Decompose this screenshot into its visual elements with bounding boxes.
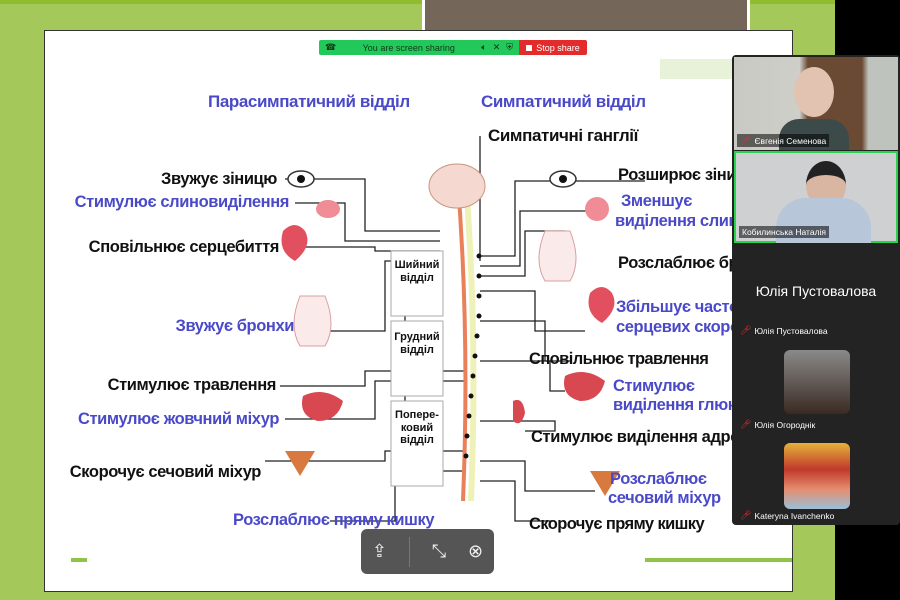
left-label: Скорочує сечовий міхур (69, 463, 262, 481)
right-label: Розслаблює бр (618, 254, 739, 272)
participants-panel: 🎤︎Євгенія Семенова Кобилинська Наталія Ю… (732, 55, 900, 525)
parasympathetic-title: Парасимпатичний відділ (208, 92, 410, 111)
left-label: Стимулює жовчний міхур (77, 410, 279, 428)
left-label: Стимулює травлення (107, 376, 277, 394)
video-tile-active-speaker[interactable]: Кобилинська Наталія (734, 151, 898, 243)
right-label: виділення слин (615, 212, 739, 230)
right-label: Розслаблює (610, 470, 707, 488)
participant-name: 🎤︎Kateryna Ivanchenko (740, 510, 835, 521)
right-label: Збільшує часто (616, 298, 739, 316)
screen-sharing-bar: ☎ You are screen sharing 🔈︎ ✕ ⛨ Stop sha… (319, 40, 587, 55)
left-label: Сповільнює серцебиття (88, 238, 280, 256)
right-label: сечовий міхур (608, 489, 721, 507)
left-label: Розслаблює пряму кишку (233, 511, 435, 529)
close-circle-icon[interactable]: ⊗ (467, 541, 484, 561)
nervous-system-diagram (265, 136, 645, 522)
right-label: Зменшує (621, 192, 692, 210)
stop-share-button[interactable]: Stop share (519, 40, 587, 55)
participant-big-name: Юлія Пустовалова (755, 283, 877, 299)
sharing-status: You are screen sharing (362, 42, 455, 53)
right-label: виділення глюк (613, 396, 736, 414)
divider (408, 536, 410, 567)
right-label: Сповільнює травлення (529, 350, 709, 368)
mic-muted-icon: 🎤︎ (740, 135, 752, 145)
shared-slide: Парасимпатичний відділ Симпатичний відді… (44, 30, 793, 592)
video-tile[interactable]: 🎤︎Юлія Огороднік (734, 342, 898, 434)
sympathetic-title: Симпатичний відділ (481, 92, 646, 111)
left-label: Звужує бронхи (175, 317, 295, 335)
left-label: Звужує зіницю (161, 170, 277, 188)
participant-name: 🎤︎Юлія Огороднік (740, 419, 816, 430)
left-label: Стимулює слиновиділення (74, 193, 290, 211)
video-tile[interactable]: 🎤︎Kateryna Ivanchenko (734, 435, 898, 525)
mic-muted-icon[interactable]: ✕ (492, 42, 501, 52)
share-controls-toolbar: ⇪ ⤡ ⊗ (361, 529, 494, 574)
participant-name: 🎤︎Євгенія Семенова (737, 134, 830, 147)
stop-icon (526, 44, 533, 51)
mic-muted-icon: 🎤︎ (740, 325, 752, 335)
video-tile[interactable]: Юлія Пустовалова 🎤︎Юлія Пустовалова (734, 245, 898, 340)
right-label: Розширює зіни (618, 166, 737, 184)
shield-icon[interactable]: ⛨ (506, 42, 513, 52)
ganglia-label: Симпатичні ганглії (488, 126, 638, 145)
participant-name: 🎤︎Юлія Пустовалова (740, 325, 828, 336)
phone-icon[interactable]: ☎ (325, 42, 337, 52)
exit-fullscreen-icon[interactable]: ⤡ (431, 541, 447, 561)
share-icon[interactable]: ⇪ (371, 541, 388, 561)
slide-decoration (71, 558, 87, 562)
spine-label-cervical: Шийний відділ (394, 259, 440, 284)
mic-muted-icon: 🎤︎ (740, 510, 752, 520)
spine-label-thoracic: Грудний відділ (394, 331, 440, 356)
video-tile[interactable]: 🎤︎Євгенія Семенова (734, 57, 898, 150)
participant-name: Кобилинська Наталія (739, 226, 830, 238)
speaker-icon[interactable]: 🔈︎ (481, 42, 487, 52)
spine-label-lumbar: Попере-ковий відділ (395, 409, 439, 447)
slide-decoration (645, 558, 792, 562)
right-label: Стимулює (613, 377, 695, 395)
right-label: серцевих скоро (616, 318, 740, 336)
right-label: Стимулює виділення адре (531, 428, 739, 446)
stop-share-label: Stop share (536, 42, 580, 53)
mic-muted-icon: 🎤︎ (740, 419, 752, 429)
background-bar (0, 0, 835, 4)
right-label: Скорочує пряму кишку (529, 515, 705, 533)
